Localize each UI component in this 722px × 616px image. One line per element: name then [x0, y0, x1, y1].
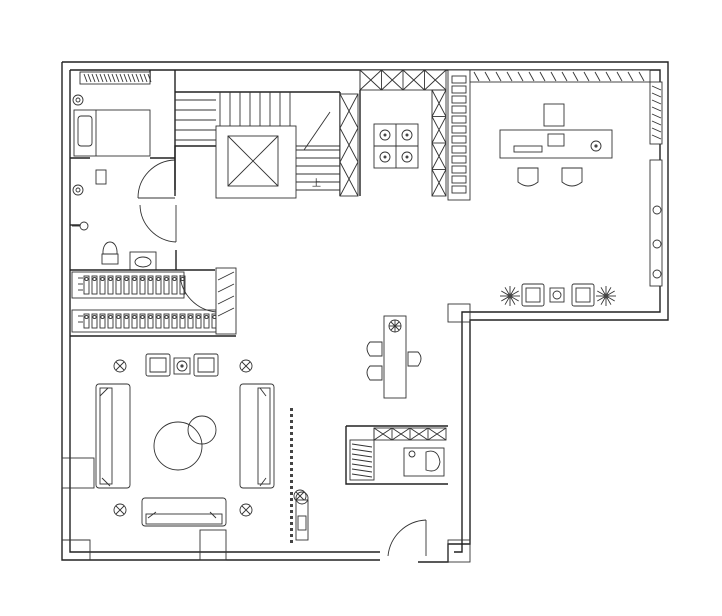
sofa-icon: [95, 383, 275, 527]
dining-table-icon: [383, 315, 407, 399]
stair-core: 上: [174, 91, 359, 199]
dining-chair-icon: [366, 341, 422, 381]
kitchen: [359, 69, 447, 197]
entry-closet-icon: [295, 491, 309, 541]
tv-wall-icon: [290, 408, 293, 543]
stair-cabinet-icon: [339, 93, 359, 197]
cabinet-glass-icon: [217, 271, 235, 317]
plant-icon: [500, 286, 616, 306]
office-chair-icon: [517, 167, 583, 187]
bedroom-door-icon: [137, 159, 176, 199]
utility-room: [345, 425, 448, 485]
stove-icon: [373, 123, 419, 169]
shower-icon: [72, 221, 89, 231]
entry-door-icon: [387, 519, 427, 557]
dining-area: [366, 315, 422, 399]
elevator-icon: [215, 125, 297, 199]
lounge-chair-icon: [521, 283, 595, 307]
storage-knob-icon: [652, 205, 662, 279]
desk-icon: [499, 103, 613, 159]
living-room: [95, 353, 427, 557]
bed-icon: [73, 109, 151, 157]
nightstand-icon: [95, 169, 107, 185]
bathroom: [70, 204, 215, 271]
coffee-table-icon: [153, 415, 217, 471]
floor-lamp-icon: [113, 359, 307, 517]
study: [447, 69, 663, 307]
bathtub-icon: [403, 447, 445, 477]
armchair-icon: [145, 353, 219, 377]
storage-shelves: [70, 267, 237, 337]
sink-icon: [129, 251, 157, 271]
bedside-lamp-icon: [72, 94, 84, 196]
stair-up-label: 上: [312, 178, 321, 189]
toilet-icon: [101, 241, 119, 265]
bedroom: [70, 70, 176, 199]
wardrobe-icon: [79, 71, 152, 85]
